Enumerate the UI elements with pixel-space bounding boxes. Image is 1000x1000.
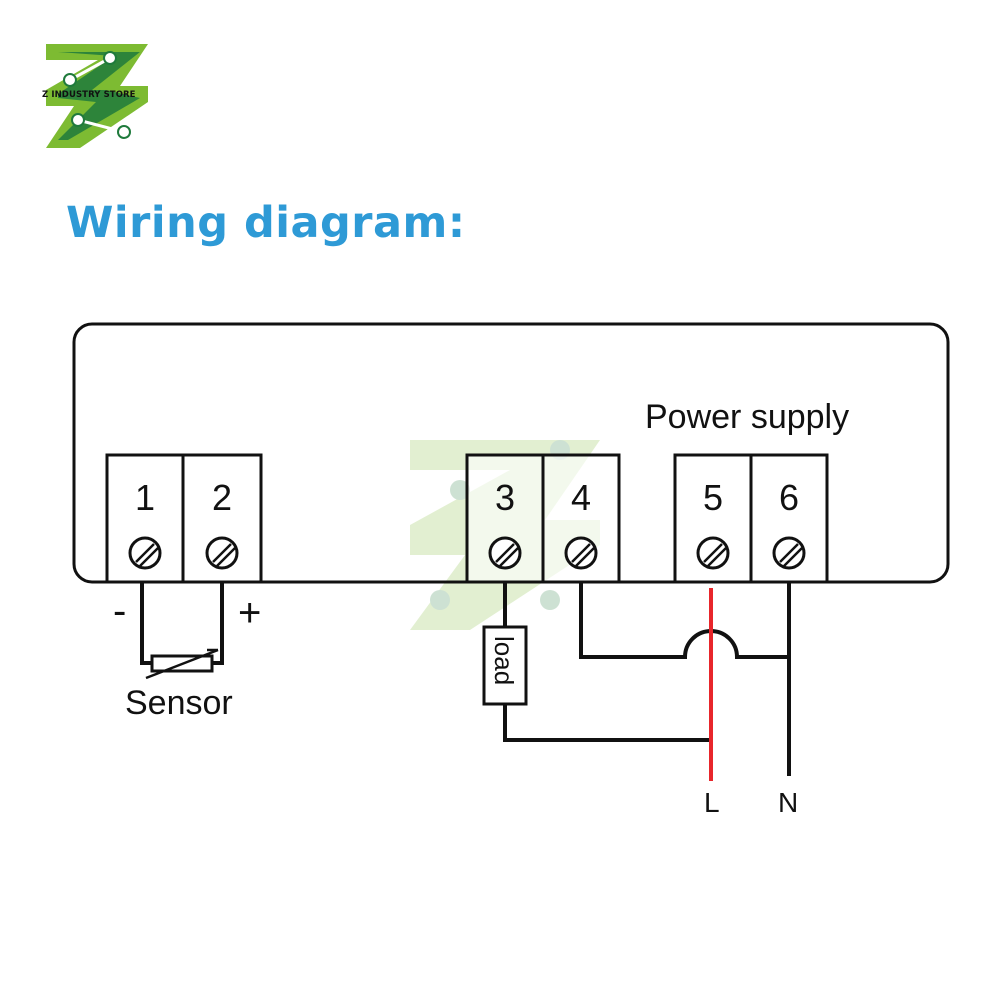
power-supply-label: Power supply: [645, 398, 849, 436]
terminal-block-6: 6: [749, 453, 829, 584]
sensor-minus-label: -: [113, 589, 126, 633]
line-label: L: [704, 787, 720, 818]
terminal-2-number: 2: [212, 477, 232, 518]
brand-logo: [36, 36, 166, 156]
sensor-plus-label: +: [238, 591, 261, 635]
terminal-5-number: 5: [703, 477, 723, 518]
sensor-wiring: [140, 582, 224, 680]
terminal-block-1: 1: [105, 453, 185, 584]
wire-terminal4-to-neutral: [579, 582, 789, 659]
load-label: load: [489, 636, 519, 685]
z-logo-icon: [46, 44, 148, 148]
terminal-3-number: 3: [495, 477, 515, 518]
terminal-block-5: 5: [673, 453, 753, 584]
sensor-label: Sensor: [125, 684, 233, 722]
page-title: Wiring diagram:: [66, 198, 466, 248]
load-wiring: [482, 582, 711, 742]
neutral-label: N: [778, 787, 798, 818]
terminal-4-number: 4: [571, 477, 591, 518]
terminal-block-3: 3: [465, 453, 545, 584]
terminal-block-4: 4: [541, 453, 621, 584]
brand-text: Z INDUSTRY STORE: [42, 90, 136, 100]
terminal-block-2: 2: [181, 453, 263, 584]
terminal-6-number: 6: [779, 477, 799, 518]
load-box: [482, 625, 528, 706]
terminal-1-number: 1: [135, 477, 155, 518]
